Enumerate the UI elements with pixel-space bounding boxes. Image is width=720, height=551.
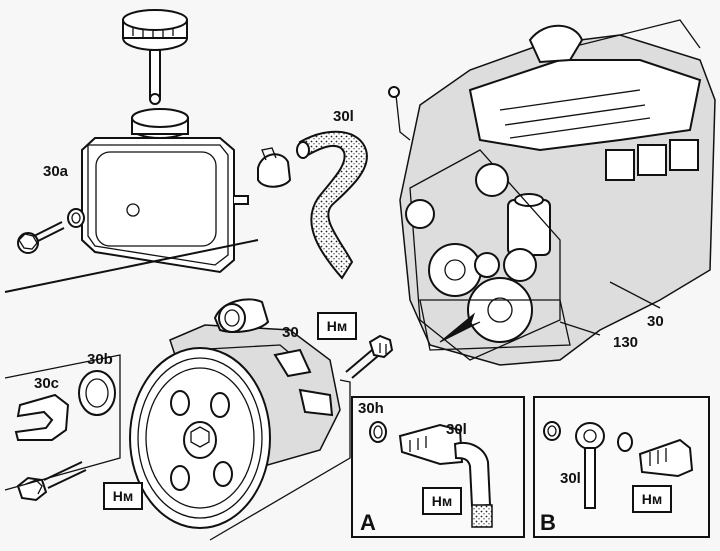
label-line-a: 30l	[446, 421, 467, 438]
fluid-reservoir	[81, 108, 249, 274]
torque-box-top	[317, 312, 357, 340]
label-seal-ring: 30b	[87, 351, 113, 368]
label-engine-mount: 130	[613, 334, 638, 351]
label-gasket-a: 30h	[358, 400, 384, 417]
detail-letter-a: A	[360, 510, 376, 535]
mounting-bracket	[14, 393, 70, 441]
torque-box-detail-a	[422, 487, 462, 515]
label-engine-ref: 30	[647, 313, 664, 330]
torque-box-bottom-left	[103, 482, 143, 510]
label-bracket: 30c	[34, 375, 59, 392]
torque-label-detail-b: Нм	[642, 491, 662, 507]
torque-label-bottom-left: Нм	[113, 488, 133, 504]
label-pump: 30	[282, 324, 299, 341]
group-outline-right	[209, 379, 351, 541]
reservoir-bolt	[17, 208, 85, 254]
engine-assembly	[388, 19, 716, 366]
detail-panel-b	[533, 396, 710, 538]
torque-box-detail-b	[632, 485, 672, 513]
leader-line	[4, 239, 259, 293]
group-outline	[4, 354, 121, 491]
seal-ring	[78, 370, 116, 416]
pump-bolt-upper	[345, 334, 394, 379]
detail-panel-a	[351, 396, 525, 538]
torque-label-top: Нм	[327, 318, 347, 334]
torque-label-detail-a: Нм	[432, 493, 452, 509]
reservoir-cap	[122, 9, 188, 105]
suction-hose	[296, 130, 368, 280]
pump-bolt-lower	[16, 461, 87, 502]
power-steering-pump	[129, 298, 341, 529]
detail-letter-b: B	[540, 510, 556, 535]
hose-clamp	[257, 147, 292, 188]
label-line-b: 30l	[560, 470, 581, 487]
label-hose-top: 30l	[333, 108, 354, 125]
label-reservoir: 30a	[43, 163, 69, 180]
